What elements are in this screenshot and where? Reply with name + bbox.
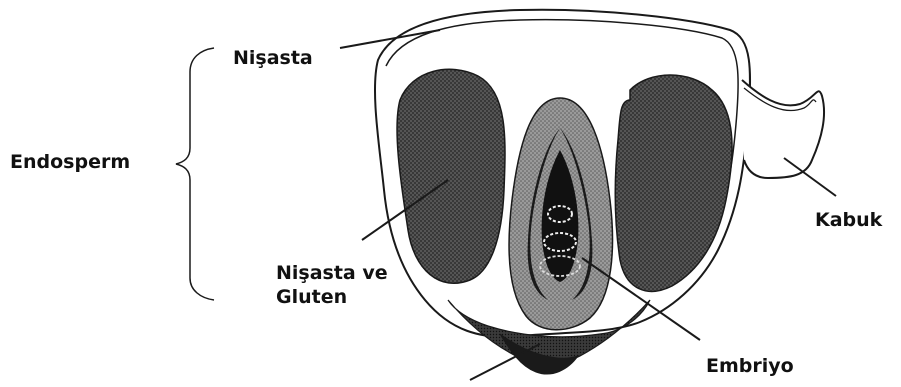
- label-nisasta-gluten: Nişasta ve Gluten: [276, 262, 388, 310]
- left-gluten-lobe: [397, 69, 505, 283]
- endosperm-bracket: [176, 48, 214, 300]
- label-nisasta: Nişasta: [233, 47, 313, 71]
- label-nisasta-gluten-line1: Nişasta ve: [276, 262, 388, 286]
- hull-flap: [742, 80, 824, 178]
- right-gluten-lobe: [615, 75, 732, 291]
- label-embriyo: Embriyo: [706, 355, 794, 379]
- label-kabuk: Kabuk: [815, 209, 882, 233]
- label-endosperm: Endosperm: [10, 151, 130, 175]
- label-nisasta-gluten-line2: Gluten: [276, 286, 388, 310]
